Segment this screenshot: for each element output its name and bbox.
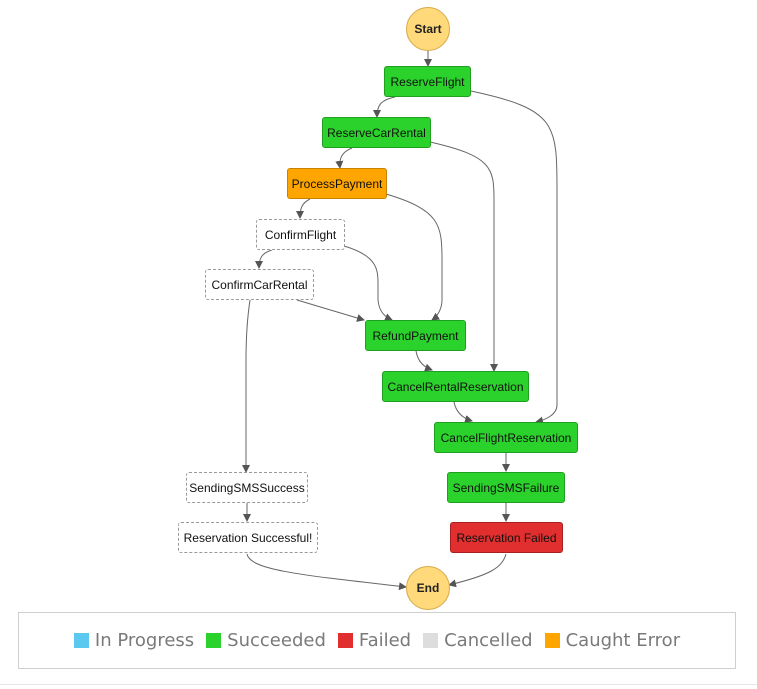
workflow-edges bbox=[242, 51, 558, 591]
state-label: ConfirmCarRental bbox=[211, 277, 308, 292]
legend-label: Caught Error bbox=[565, 630, 681, 651]
legend-swatch-succeeded bbox=[206, 633, 222, 648]
state-reserve-flight[interactable]: ReserveFlight bbox=[384, 66, 471, 97]
legend-item-failed: Failed bbox=[337, 630, 412, 651]
edge-confirmflight-confirmcarrental bbox=[255, 249, 273, 269]
state-reservation-failed[interactable]: Reservation Failed bbox=[450, 522, 563, 553]
edge-processpayment-confirmflight bbox=[296, 198, 311, 219]
legend-swatch-failed bbox=[337, 633, 353, 648]
legend-item-in-progress: In Progress bbox=[73, 630, 195, 651]
state-cancel-flight-reservation[interactable]: CancelFlightReservation bbox=[434, 422, 578, 453]
state-reserve-car-rental[interactable]: ReserveCarRental bbox=[322, 117, 431, 148]
state-label: SendingSMSSuccess bbox=[189, 480, 305, 495]
edge-confirmcarrental-refundpayment bbox=[296, 299, 365, 322]
edge-cancelrentalreservation-cancelflightreservation bbox=[453, 401, 473, 423]
legend-swatch-cancelled bbox=[423, 633, 439, 648]
edge-reservationfailed-end bbox=[448, 553, 507, 588]
state-refund-payment[interactable]: RefundPayment bbox=[365, 320, 466, 351]
start-node[interactable]: Start bbox=[406, 7, 450, 51]
state-label: Reservation Failed bbox=[456, 530, 557, 545]
state-label: ConfirmFlight bbox=[264, 227, 337, 242]
legend-item-cancelled: Cancelled bbox=[423, 630, 533, 651]
start-label: Start bbox=[414, 22, 442, 36]
state-confirm-flight[interactable]: ConfirmFlight bbox=[256, 219, 345, 250]
state-process-payment[interactable]: ProcessPayment bbox=[287, 168, 387, 199]
state-label: ProcessPayment bbox=[291, 176, 383, 191]
state-label: Reservation Successful! bbox=[183, 530, 313, 545]
legend: In Progress Succeeded Failed Cancelled C… bbox=[18, 612, 736, 669]
edge-reservationsuccessful-end bbox=[246, 553, 407, 591]
state-label: CancelFlightReservation bbox=[440, 430, 572, 445]
state-label: ReserveCarRental bbox=[327, 125, 426, 140]
legend-label: Failed bbox=[358, 630, 412, 651]
edge-confirmflight-refundpayment bbox=[343, 245, 393, 321]
legend-label: Succeeded bbox=[227, 630, 326, 651]
legend-swatch-in-progress bbox=[73, 633, 89, 648]
state-sending-sms-failure[interactable]: SendingSMSFailure bbox=[447, 472, 565, 503]
state-label: ReserveFlight bbox=[390, 74, 465, 89]
edge-reserveflight-cancelflightreservation bbox=[470, 90, 558, 425]
legend-item-caught-error: Caught Error bbox=[544, 630, 681, 651]
legend-swatch-caught-error bbox=[544, 633, 560, 648]
end-label: End bbox=[416, 581, 440, 595]
end-node[interactable]: End bbox=[406, 566, 450, 610]
divider bbox=[0, 684, 757, 685]
edge-refundpayment-cancelrentalreservation bbox=[415, 350, 433, 372]
state-cancel-rental-reservation[interactable]: CancelRentalReservation bbox=[382, 371, 529, 402]
state-label: CancelRentalReservation bbox=[387, 379, 524, 394]
edge-reserveflight-reservecarrental bbox=[373, 96, 396, 118]
state-confirm-car-rental[interactable]: ConfirmCarRental bbox=[205, 269, 314, 300]
legend-label: In Progress bbox=[94, 630, 195, 651]
state-label: SendingSMSFailure bbox=[452, 480, 560, 495]
state-reservation-successful[interactable]: Reservation Successful! bbox=[178, 522, 318, 553]
legend-item-succeeded: Succeeded bbox=[206, 630, 326, 651]
edge-reservecarrental-cancelrentalreservation bbox=[429, 141, 498, 372]
edge-reservecarrental-processpayment bbox=[335, 147, 353, 169]
state-sending-sms-success[interactable]: SendingSMSSuccess bbox=[186, 472, 308, 503]
edge-processpayment-refundpayment bbox=[385, 193, 443, 321]
edge-confirmcarrental-sendingsmssuccess bbox=[242, 299, 251, 473]
state-label: RefundPayment bbox=[372, 328, 459, 343]
legend-label: Cancelled bbox=[444, 630, 533, 651]
